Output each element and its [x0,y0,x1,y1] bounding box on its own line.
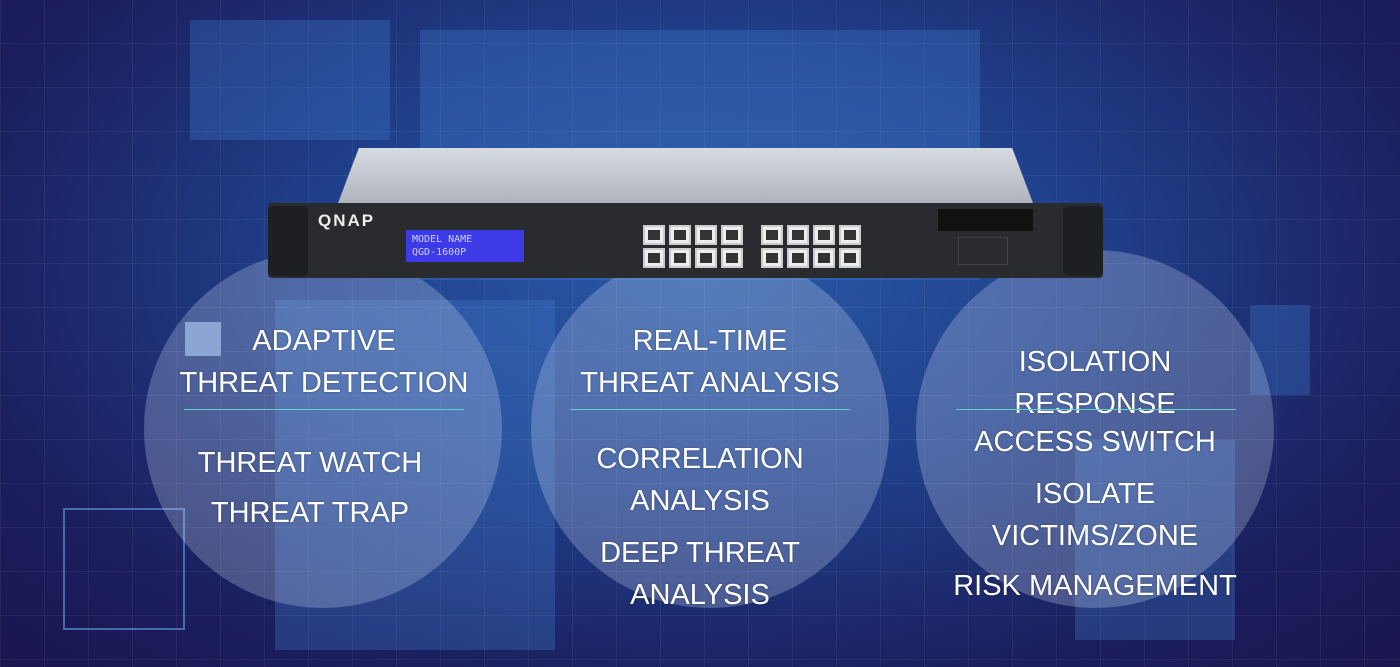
circle-middle [531,250,889,608]
circle-right [916,250,1274,608]
circle-left [144,250,502,608]
status-leds [958,237,1008,265]
lcd-line-1: MODEL NAME [412,234,473,245]
decor-square [185,322,221,356]
divider [570,409,850,410]
device-top [338,148,1033,203]
divider [184,409,464,410]
decor-square [190,20,390,140]
decor-outline [63,508,185,630]
decor-square [1075,440,1235,640]
lcd-display: MODEL NAME QGD-1600P [406,230,524,262]
divider [956,409,1236,410]
qnap-device: QNAP MODEL NAME QGD-1600P [268,148,1103,280]
device-front: QNAP MODEL NAME QGD-1600P [268,203,1103,278]
decor-square [1250,305,1310,395]
decor-square [275,300,555,650]
vent [938,209,1033,231]
lcd-line-2: QGD-1600P [412,247,467,258]
brand-logo: QNAP [318,211,376,230]
